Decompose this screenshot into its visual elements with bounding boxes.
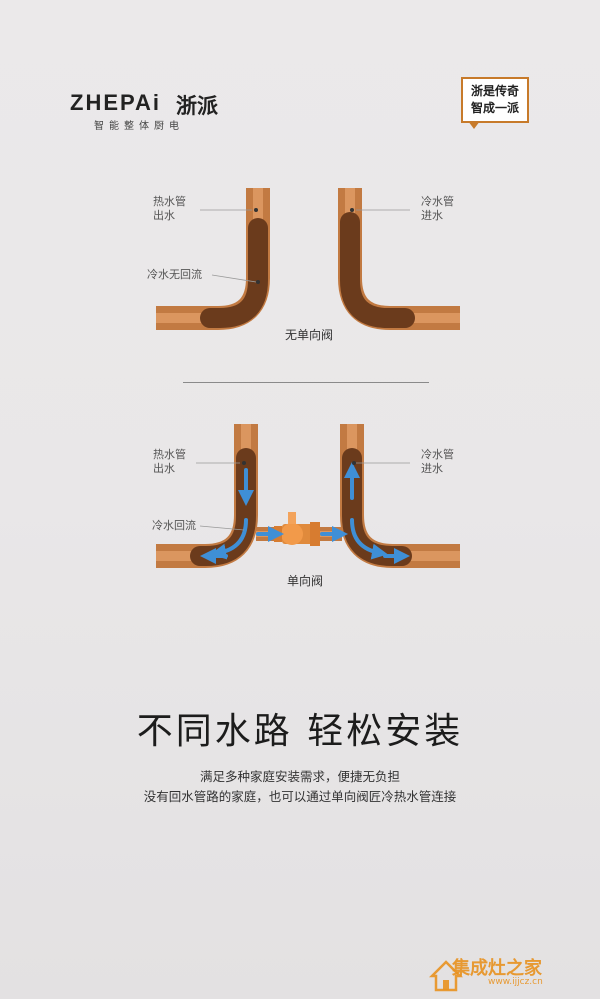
slogan-badge: 浙是传奇 智成一派 [461,77,529,123]
cold-pipe-label-line2: 进水 [421,209,443,222]
brand-logo-cn: 浙派 [176,94,218,118]
hot-pipe-label-line2: 出水 [153,209,175,222]
flow-label: 冷水无回流 [147,268,202,281]
cold-pipe-label-valve: 冷水管 进水 [421,448,454,476]
headline: 不同水路 轻松安装 [136,711,464,752]
hot-pipe-label: 热水管 出水 [153,195,186,223]
cold-pipe-label-valve-line1: 冷水管 [421,448,454,461]
check-valve [274,512,320,546]
diagram-valve [156,424,460,568]
hot-pipe-label-valve: 热水管 出水 [153,448,186,476]
flow-arrows [200,462,410,564]
watermark-text: 集成灶之家 [452,958,542,979]
watermark-url: www.ijjcz.cn [488,977,543,987]
diagram-no-valve [156,188,460,330]
body-line-1: 满足多种家庭安装需求，便捷无负担 [199,769,400,784]
cold-pipe-label-valve-line2: 进水 [421,462,443,475]
right-water-fill [340,212,415,328]
diagram-caption-valve: 单向阀 [287,574,324,588]
hot-pipe-label-line1: 热水管 [153,195,186,208]
flow-label-valve: 冷水回流 [152,519,196,532]
body-line-2: 没有回水管路的家庭，也可以通过单向阀匠冷热水管连接 [143,789,457,804]
brand-logo-en: ZHEPAi [70,90,162,115]
brand-tagline: 智能整体厨电 [94,121,184,132]
divider [183,382,429,383]
cold-pipe-label-line1: 冷水管 [421,195,454,208]
hot-pipe-label-valve-line2: 出水 [153,462,175,475]
hot-pipe-label-valve-line1: 热水管 [153,448,186,461]
diagram-caption-no-valve: 无单向阀 [285,328,334,342]
slogan-badge-tail [468,121,480,129]
slogan-line-1: 浙是传奇 [470,84,519,98]
slogan-line-2: 智成一派 [470,101,519,115]
cold-pipe-label: 冷水管 进水 [421,195,454,223]
right-elbow-pipe-valve [340,424,460,568]
